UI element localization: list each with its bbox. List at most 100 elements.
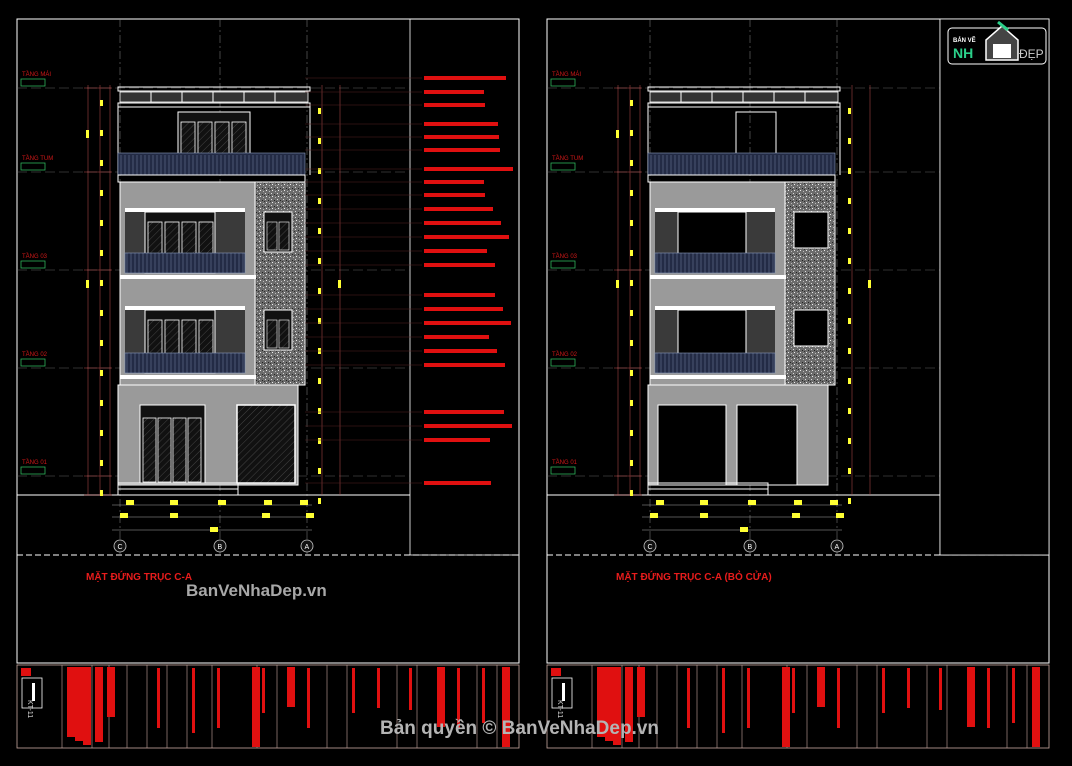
title-block-field	[287, 667, 295, 707]
dimension-value	[100, 130, 103, 136]
title-block-mark	[562, 683, 565, 701]
dimension-value	[848, 468, 851, 474]
door-leaf	[214, 121, 230, 155]
dimension-value	[792, 513, 800, 518]
annotation-text	[424, 90, 484, 94]
title-block-field	[613, 667, 621, 745]
dimension-value	[170, 513, 178, 518]
annotation-text	[424, 135, 499, 139]
floor-band	[650, 275, 786, 279]
axis-label: B	[748, 544, 753, 551]
axis-bubble	[113, 539, 127, 553]
level-tag	[20, 162, 46, 171]
axis-bubble	[830, 539, 844, 553]
title-block-text	[409, 668, 412, 710]
title-block-text	[792, 668, 795, 713]
floor-band	[650, 375, 786, 379]
dimension-value	[848, 498, 851, 504]
title-block-text	[747, 668, 750, 728]
dimension-value	[848, 228, 851, 234]
dimension-value	[848, 318, 851, 324]
level-tag	[20, 260, 46, 269]
logo-text-3: ĐẸP	[1019, 47, 1044, 61]
annotation-text	[424, 235, 509, 239]
lintel	[125, 306, 245, 310]
axis-bubble	[300, 539, 314, 553]
parapet	[649, 91, 839, 103]
lintel	[655, 306, 775, 310]
dimension-value	[318, 498, 321, 504]
dimension-value	[318, 378, 321, 384]
level-tag	[20, 466, 46, 475]
dimension-value	[748, 500, 756, 505]
dimension-value	[100, 490, 103, 496]
dimension-value	[848, 408, 851, 414]
level-label: TẦNG MÁI	[552, 71, 581, 78]
dimension-value	[318, 288, 321, 294]
dimension-value	[656, 500, 664, 505]
level-tag	[550, 466, 576, 475]
door-leaf	[172, 417, 187, 483]
dimension-value	[170, 500, 178, 505]
annotation-text	[424, 103, 485, 107]
axis-bubble	[213, 539, 227, 553]
door-leaf	[180, 121, 196, 155]
dimension-value	[868, 280, 871, 288]
dimension-value	[740, 527, 748, 532]
title-block	[546, 664, 1050, 749]
annotation-text	[424, 349, 497, 353]
annotation-text	[424, 148, 500, 152]
dimension-value	[836, 513, 844, 518]
dimension-value	[126, 500, 134, 505]
dimension-value	[318, 408, 321, 414]
dimension-value	[100, 310, 103, 316]
title-block-text	[457, 668, 460, 728]
level-label: TẦNG 02	[552, 351, 578, 358]
opening	[736, 404, 798, 486]
roof-slab	[647, 102, 841, 108]
step	[647, 488, 769, 496]
dimension-value	[100, 220, 103, 226]
title-block	[16, 664, 520, 749]
dimension-value	[630, 280, 633, 286]
title-block-field	[967, 667, 975, 727]
axis-label: C	[118, 544, 123, 551]
dimension-value	[848, 378, 851, 384]
title-block-logo-frame	[551, 677, 573, 709]
dimension-value	[630, 190, 633, 196]
dimension-value	[100, 190, 103, 196]
annotation-panel	[409, 18, 520, 556]
title-block-field	[597, 667, 605, 737]
title-block-mark	[32, 683, 35, 701]
window-leaf	[266, 319, 278, 349]
annotation-text	[424, 307, 503, 311]
axis-label: A	[305, 544, 310, 551]
title-block-field	[502, 667, 510, 747]
drawing-title-left: MẶT ĐỨNG TRỤC C-A	[86, 570, 192, 583]
dimension-value	[630, 130, 633, 136]
dimension-value	[338, 280, 341, 288]
title-block-field	[817, 667, 825, 707]
title-block-field	[1032, 667, 1040, 747]
logo-panel	[939, 18, 1050, 556]
annotation-text	[424, 481, 491, 485]
roof-slab	[117, 102, 311, 108]
dimension-value	[86, 280, 89, 288]
level-tag	[20, 358, 46, 367]
level-tag	[550, 162, 576, 171]
logo-text-2: NH	[953, 45, 973, 61]
annotation-text	[424, 193, 485, 197]
title-block-field	[75, 667, 83, 741]
dimension-value	[630, 370, 633, 376]
floor-band	[120, 275, 256, 279]
title-block-text	[157, 668, 160, 728]
lintel	[125, 208, 245, 212]
level-label: TẦNG TUM	[22, 155, 53, 162]
garage-door	[236, 404, 296, 484]
annotation-text	[424, 167, 513, 171]
floor-slab	[117, 174, 306, 183]
title-block-text	[882, 668, 885, 713]
dimension-value	[318, 108, 321, 114]
dimension-value	[848, 348, 851, 354]
